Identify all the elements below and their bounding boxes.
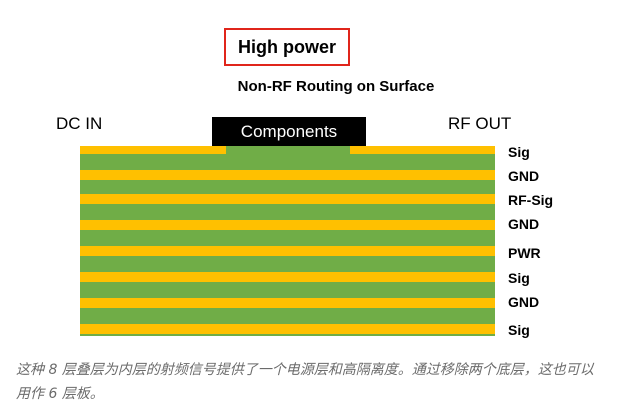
copper-layer-6 — [80, 272, 495, 282]
layer-label-6: Sig — [508, 270, 530, 286]
layer-label-3: RF-Sig — [508, 192, 554, 208]
caption: 这种 8 层叠层为内层的射频信号提供了一个电源层和高隔离度。通过移除两个底层，这… — [16, 362, 594, 402]
layer-label-1: Sig — [508, 144, 530, 160]
copper-layer-8 — [80, 324, 495, 334]
pcb-stackup — [80, 146, 495, 336]
dc-in-label: DC IN — [56, 114, 103, 133]
title: High power — [238, 36, 336, 57]
layer-label-5: PWR — [508, 245, 541, 261]
subtitle: Non-RF Routing on Surface — [237, 78, 435, 95]
layer-label-8: Sig — [508, 322, 530, 338]
copper-layer-3 — [80, 194, 495, 204]
copper-layer-2 — [80, 170, 495, 180]
layer-label-4: GND — [508, 216, 540, 232]
copper-layer-7 — [80, 298, 495, 308]
copper-top-right — [350, 146, 495, 154]
components-label: Components — [240, 122, 338, 141]
layer-label-7: GND — [508, 294, 540, 310]
copper-layer-5 — [80, 246, 495, 256]
layer-label-2: GND — [508, 168, 540, 184]
components-block: Components — [212, 117, 366, 147]
rf-out-label: RF OUT — [448, 114, 512, 133]
copper-top-left — [80, 146, 226, 154]
copper-layer-4 — [80, 220, 495, 230]
title-box: High power — [224, 28, 350, 66]
